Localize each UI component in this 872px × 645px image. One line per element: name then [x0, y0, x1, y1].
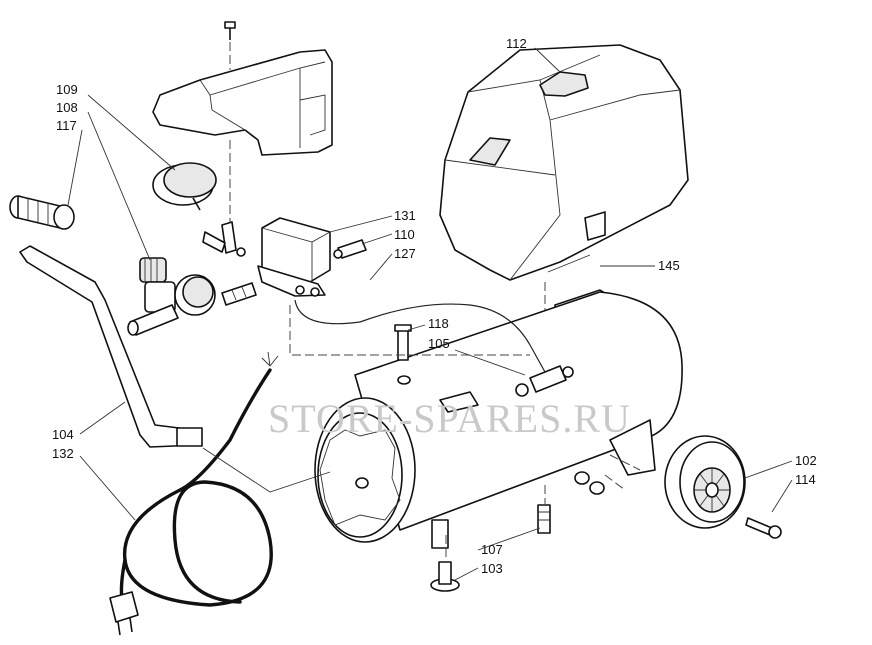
label-110: 110	[394, 227, 415, 242]
top-screw-part	[224, 21, 236, 40]
watermark-text: STORE-SPARES.RU	[268, 396, 631, 441]
power-cord	[122, 368, 273, 607]
wheel-part	[664, 435, 746, 529]
label-104: 104	[52, 427, 74, 442]
label-118: 118	[428, 316, 449, 331]
label-103: 103	[481, 561, 503, 576]
label-108: 108	[56, 100, 78, 115]
label-105: 105	[428, 336, 450, 351]
label-107: 107	[481, 542, 503, 557]
pressure-gauge-upper-part	[152, 162, 217, 211]
safety-valve-part	[394, 324, 412, 361]
nuts-part	[574, 471, 605, 495]
label-131: 131	[394, 208, 416, 223]
handle-grip-part	[9, 195, 75, 230]
leader-lines	[67, 47, 793, 581]
foot-part	[430, 561, 460, 592]
switch-connector-110-part	[333, 239, 367, 259]
drain-valve-part	[537, 504, 551, 534]
label-102: 102	[795, 453, 817, 468]
power-plug-part	[109, 591, 139, 636]
label-112: 112	[506, 36, 527, 51]
air-tank-part	[314, 291, 683, 549]
label-132: 132	[52, 446, 74, 461]
wheel-bolt-part	[745, 517, 782, 539]
check-valve-part	[515, 365, 574, 397]
motor-cover-part	[439, 44, 689, 281]
pressure-switch-part	[257, 217, 331, 297]
switch-to-valve-hose	[294, 299, 546, 373]
pressure-regulator-part	[127, 257, 216, 336]
label-114: 114	[795, 472, 816, 487]
label-117: 117	[56, 118, 77, 133]
label-127: 127	[394, 246, 416, 261]
label-145: 145	[658, 258, 680, 273]
label-109: 109	[56, 82, 78, 97]
switch-nipple-part	[221, 282, 257, 306]
handle-frame-part	[19, 245, 203, 448]
elbow-fitting-part	[202, 221, 246, 257]
motor-shroud-part	[152, 49, 333, 156]
